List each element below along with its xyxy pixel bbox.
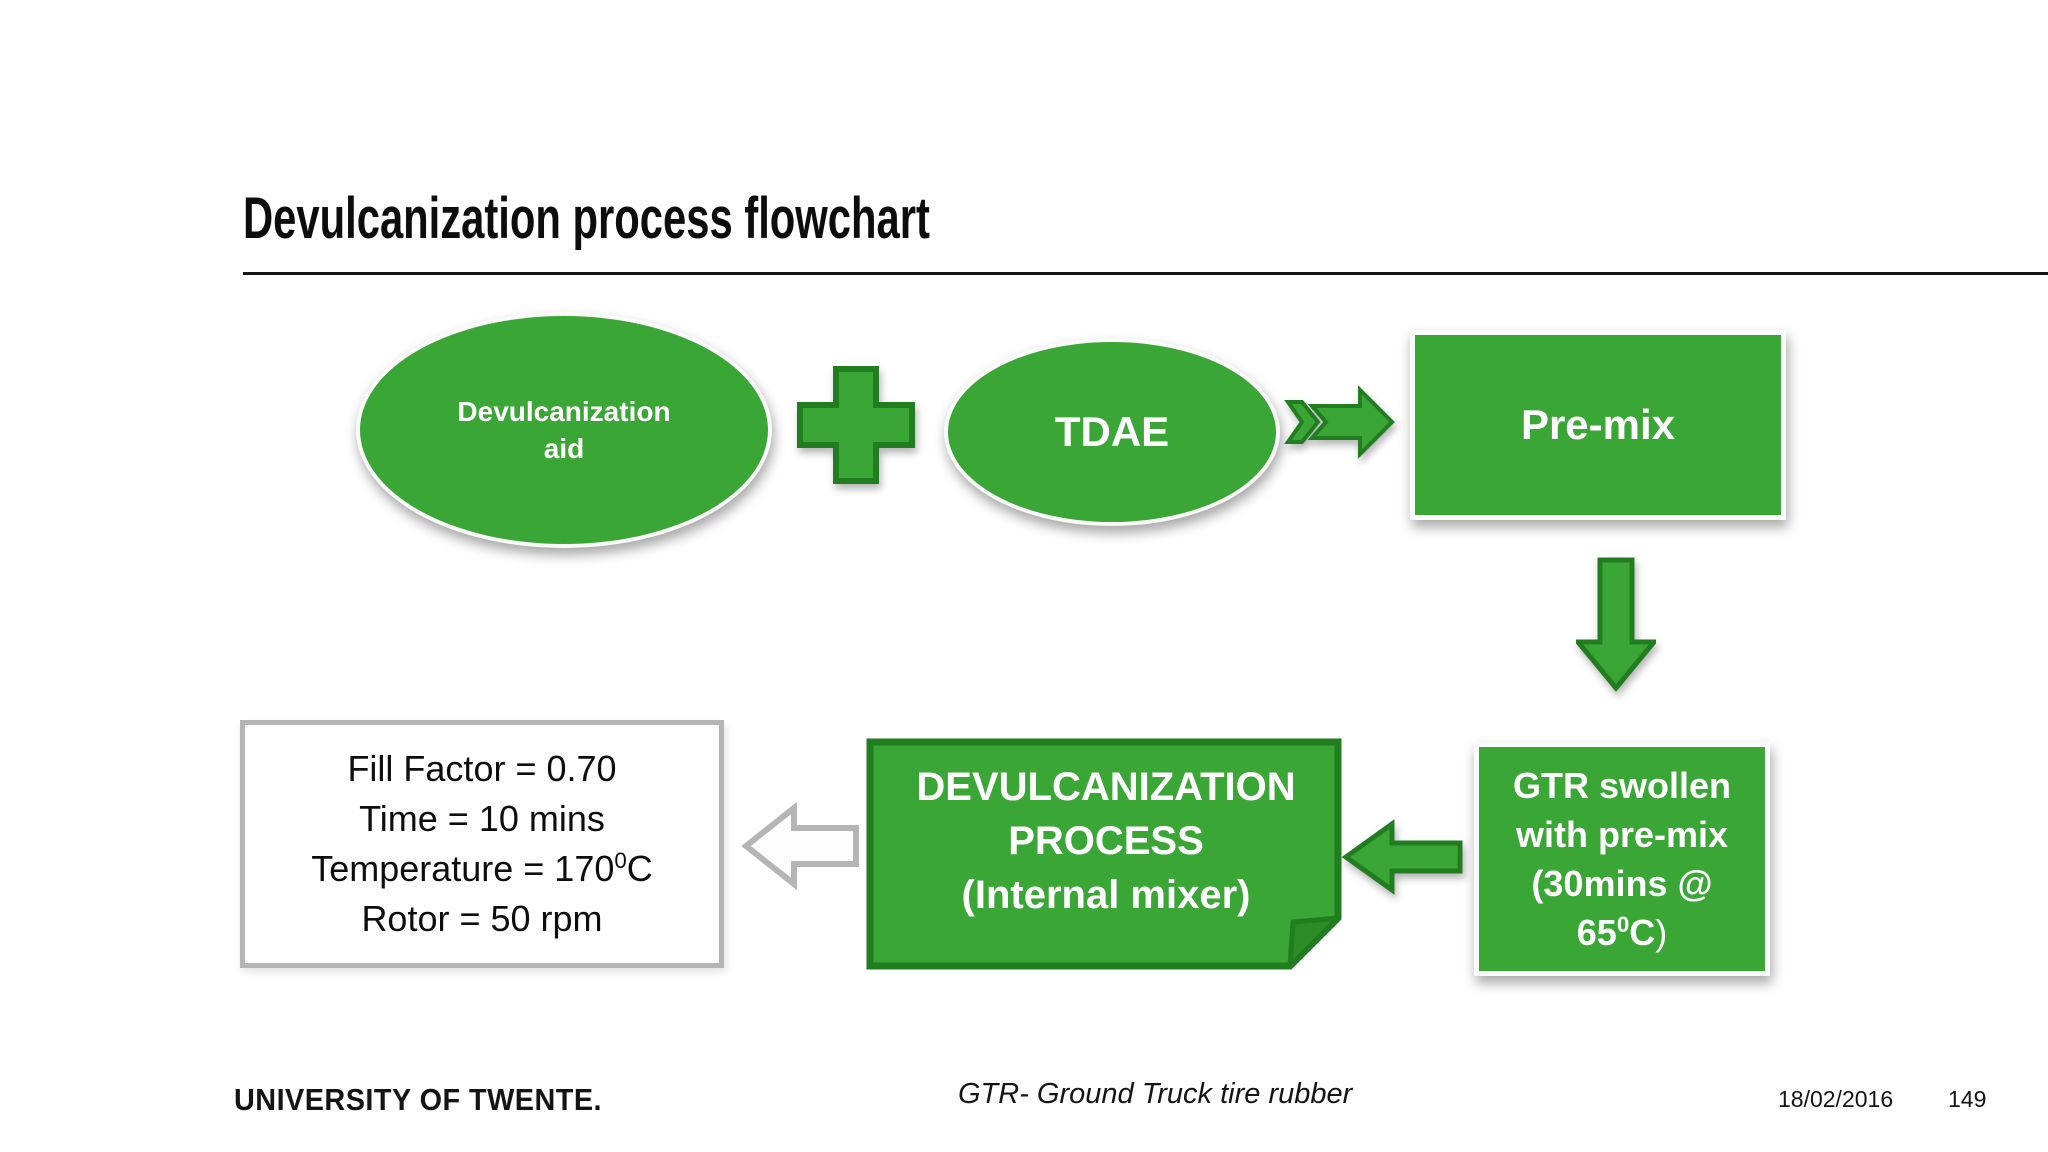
node-process-line2: PROCESS [1008,818,1204,863]
page-title: Devulcanization process flowchart [243,186,930,251]
node-devulcanization-process: DEVULCANIZATION PROCESS (Internal mixer) [866,738,1346,972]
node-gtr-line4: 650C) [1576,912,1668,953]
university-logo: UNIVERSITY OF TWENTE. [234,1082,603,1117]
node-process-line1: DEVULCANIZATION [916,764,1296,809]
node-process-line3: (Internal mixer) [961,872,1251,917]
footnote-caption: GTR- Ground Truck tire rubber [958,1078,1353,1110]
arrow-right-striped-icon [1284,385,1395,459]
node-premix-label: Pre-mix [1520,401,1676,448]
slide-page-number: 149 [1948,1086,1987,1112]
param-rotor: Rotor = 50 rpm [361,898,603,939]
node-devulcanization-aid: Devulcanization aid [356,312,772,548]
arrow-left-outline-icon [741,801,859,891]
node-tdae: TDAE [944,338,1280,526]
param-temperature: Temperature = 1700C [311,848,653,889]
arrow-down-icon [1576,557,1656,692]
node-gtr-line1: GTR swollen [1512,765,1732,806]
slide-date: 18/02/2016 [1778,1086,1894,1112]
param-time: Time = 10 mins [359,798,605,839]
param-fill-factor: Fill Factor = 0.70 [347,748,617,789]
node-devulcanization-aid-line2: aid [543,433,585,464]
node-parameters: Fill Factor = 0.70 Time = 10 mins Temper… [240,720,724,968]
arrow-left-icon [1342,819,1463,895]
node-gtr-line3: (30mins @ [1531,863,1713,904]
node-tdae-label: TDAE [1054,408,1170,455]
node-devulcanization-aid-line1: Devulcanization [457,396,671,427]
folded-corner-shape [866,738,1342,970]
title-divider [243,272,2048,275]
plus-icon [797,366,915,484]
node-gtr-swollen: GTR swollen with pre-mix (30mins @ 650C) [1474,742,1770,976]
node-gtr-line2: with pre-mix [1515,814,1729,855]
node-premix: Pre-mix [1410,330,1786,520]
